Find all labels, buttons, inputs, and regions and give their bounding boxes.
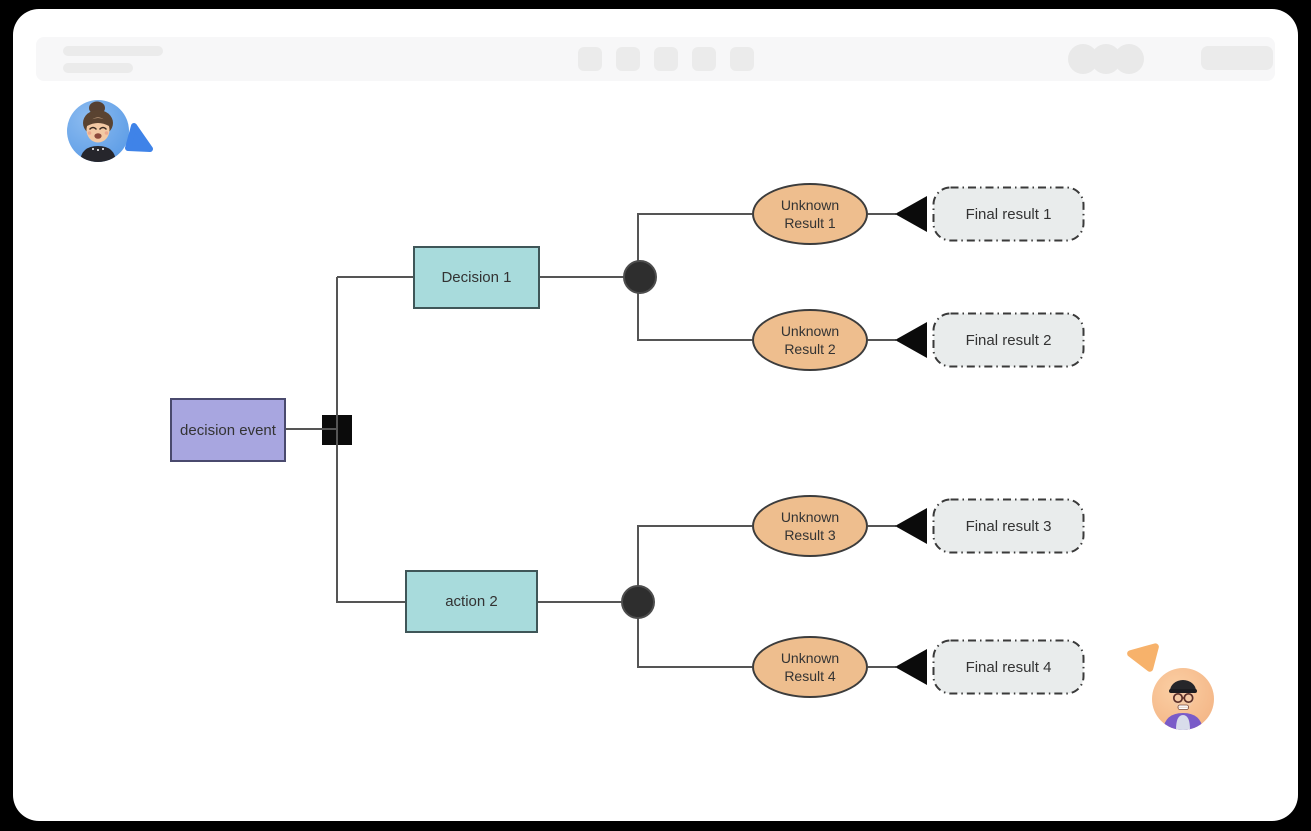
- node-final-result-2[interactable]: Final result 2: [932, 312, 1085, 368]
- node-action-2[interactable]: action 2: [405, 570, 538, 633]
- tool-button-5-icon[interactable]: [730, 47, 754, 71]
- dash-dot-border: [932, 312, 1085, 368]
- dash-dot-border: [932, 498, 1085, 554]
- final-result-label: Final result 1: [965, 205, 1052, 223]
- connector-circle-junction-2[interactable]: [621, 585, 655, 619]
- app-window: decision event Decision 1 action 2 Unkno…: [13, 9, 1298, 821]
- outcome-label-line1: Unknown: [780, 197, 840, 213]
- dash-dot-border: [932, 639, 1085, 695]
- share-button-placeholder[interactable]: [1201, 46, 1273, 70]
- outcome-label-line2: Result 2: [784, 341, 836, 357]
- collaborator-2-avatar[interactable]: [1152, 668, 1214, 730]
- tool-button-4-icon[interactable]: [692, 47, 716, 71]
- node-final-result-3[interactable]: Final result 3: [932, 498, 1085, 554]
- outcome-label-line2: Result 4: [784, 668, 836, 684]
- dash-dot-border: [932, 186, 1085, 242]
- connector-line: [638, 666, 752, 668]
- arrowhead-triangle-icon: [895, 322, 927, 358]
- node-decision-1[interactable]: Decision 1: [413, 246, 540, 309]
- connector-line: [868, 213, 896, 215]
- arrowhead-triangle-icon: [895, 508, 927, 544]
- connector-line: [538, 601, 638, 603]
- node-unknown-result-2[interactable]: Unknown Result 2: [752, 309, 868, 371]
- tool-button-3-icon[interactable]: [654, 47, 678, 71]
- collaborator-1-cursor-icon: [125, 123, 153, 152]
- toolbar-skeleton-title: [63, 46, 163, 56]
- collaborator-1-avatar[interactable]: [67, 100, 129, 162]
- connector-line: [868, 666, 896, 668]
- outcome-label-line2: Result 3: [784, 527, 836, 543]
- arrowhead-triangle-icon: [895, 649, 927, 685]
- node-unknown-result-3[interactable]: Unknown Result 3: [752, 495, 868, 557]
- arrowhead-triangle-icon: [895, 196, 927, 232]
- tool-button-1-icon[interactable]: [578, 47, 602, 71]
- collaborator-1-avatar-art: [67, 100, 129, 162]
- connector-line: [868, 339, 896, 341]
- collaborator-avatar-placeholder-3[interactable]: [1114, 44, 1144, 74]
- connector-line: [336, 277, 338, 603]
- connector-line: [286, 428, 338, 430]
- tool-button-2-icon[interactable]: [616, 47, 640, 71]
- node-decision-1-label: Decision 1: [441, 269, 512, 286]
- outcome-label-line1: Unknown: [780, 323, 840, 339]
- node-decision-event-label: decision event: [180, 421, 276, 439]
- node-action-2-label: action 2: [445, 593, 498, 610]
- node-final-result-4[interactable]: Final result 4: [932, 639, 1085, 695]
- diagram-canvas[interactable]: decision event Decision 1 action 2 Unkno…: [13, 9, 1298, 821]
- collaborator-2-cursor-icon: [1127, 643, 1159, 672]
- final-result-label: Final result 2: [965, 331, 1052, 349]
- connector-line: [868, 525, 896, 527]
- connector-circle-junction-1[interactable]: [623, 260, 657, 294]
- final-result-label: Final result 4: [965, 658, 1052, 676]
- connector-line: [540, 276, 640, 278]
- connector-line: [638, 213, 752, 215]
- app-toolbar: [36, 37, 1275, 81]
- outcome-label-line2: Result 1: [784, 215, 836, 231]
- node-unknown-result-4[interactable]: Unknown Result 4: [752, 636, 868, 698]
- connector-line: [337, 276, 413, 278]
- outcome-label-line1: Unknown: [780, 650, 840, 666]
- node-unknown-result-1[interactable]: Unknown Result 1: [752, 183, 868, 245]
- outcome-label-line1: Unknown: [780, 509, 840, 525]
- connector-line: [638, 339, 752, 341]
- final-result-label: Final result 3: [965, 517, 1052, 535]
- connector-line: [337, 601, 405, 603]
- collaborator-2-avatar-art: [1152, 668, 1214, 730]
- node-final-result-1[interactable]: Final result 1: [932, 186, 1085, 242]
- toolbar-skeleton-subtitle: [63, 63, 133, 73]
- node-decision-event[interactable]: decision event: [170, 398, 286, 462]
- connector-line: [638, 525, 752, 527]
